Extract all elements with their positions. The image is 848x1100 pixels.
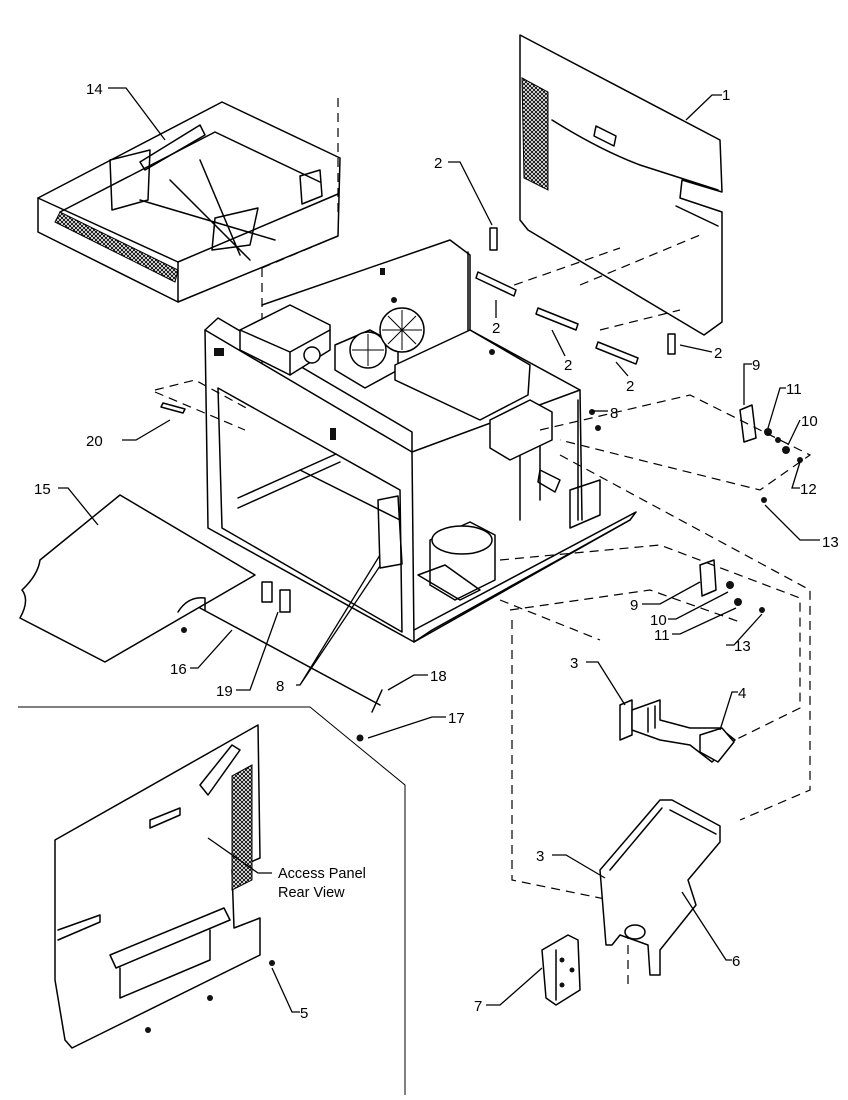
screw-part-17 [356, 734, 364, 742]
callout-3-upper: 3 [570, 655, 578, 672]
callout-8-upper: 8 [610, 405, 618, 422]
dash-line-lower-bracket-b [509, 589, 741, 623]
callout-2-top: 2 [434, 155, 442, 172]
dash-line-1-a [499, 247, 621, 291]
dash-line-right-long [559, 454, 811, 821]
access-panel-label-line2: Rear View [278, 885, 345, 901]
callout-3-lower: 3 [536, 848, 544, 865]
feet-part [261, 581, 291, 613]
door-seal-strip-part [199, 607, 381, 706]
callout-1: 1 [722, 87, 730, 104]
callout-7: 7 [474, 998, 482, 1015]
dash-line-down [511, 620, 611, 901]
callout-12: 12 [800, 481, 817, 498]
callout-15: 15 [34, 481, 51, 498]
mounting-bracket-part [541, 934, 581, 1006]
callout-2-mid: 2 [564, 357, 572, 374]
callout-11-upper: 11 [786, 381, 802, 398]
dash-line-20 [154, 379, 251, 411]
access-panel-label-line1: Access Panel [278, 866, 366, 882]
strip-parts [475, 227, 676, 365]
callout-2-left: 2 [492, 320, 500, 337]
access-panel-rear-view [54, 724, 275, 1049]
leader-lines [58, 87, 820, 1013]
top-tray-part [37, 101, 341, 303]
callout-13-upper: 13 [822, 534, 839, 551]
main-cabinet [204, 239, 637, 643]
dash-line-14-top [261, 235, 339, 269]
dash-line-lower-bracket-a [499, 544, 801, 741]
inset-divider-line [18, 706, 406, 1095]
floor-panel-part [19, 494, 256, 663]
clip-part-20 [160, 402, 186, 414]
rear-panel-part [519, 34, 723, 336]
callout-18: 18 [430, 668, 447, 685]
dash-line-lower-bracket-c [499, 599, 601, 641]
callout-2-right: 2 [714, 345, 722, 362]
callout-5: 5 [300, 1005, 308, 1022]
callout-labels: 14 1 2 2 2 2 2 9 11 8 10 20 12 15 13 9 1… [34, 81, 839, 1022]
callout-10-lower: 10 [650, 612, 667, 629]
callout-8-lower: 8 [276, 678, 284, 695]
callout-16: 16 [170, 661, 187, 678]
duct-adapter-part [619, 699, 736, 763]
callout-4: 4 [738, 685, 746, 702]
callout-9-lower: 9 [630, 597, 638, 614]
dash-line-20-b [154, 391, 246, 431]
dash-line-upper-bracket [539, 394, 812, 491]
dash-line-1-c [599, 309, 681, 331]
callout-10-upper: 10 [801, 413, 818, 430]
dash-line-1-b [579, 234, 701, 286]
callout-17: 17 [448, 710, 465, 727]
callout-20: 20 [86, 433, 103, 450]
callout-19: 19 [216, 683, 233, 700]
rod-part-18 [371, 689, 383, 713]
callout-2-lower: 2 [626, 378, 634, 395]
exhaust-duct-part [599, 799, 721, 976]
callout-14: 14 [86, 81, 103, 98]
lower-bracket-group [699, 559, 765, 613]
callout-13-lower: 13 [734, 638, 751, 655]
callout-9-upper: 9 [752, 357, 760, 374]
callout-6: 6 [732, 953, 740, 970]
callout-11-lower: 11 [654, 627, 670, 644]
